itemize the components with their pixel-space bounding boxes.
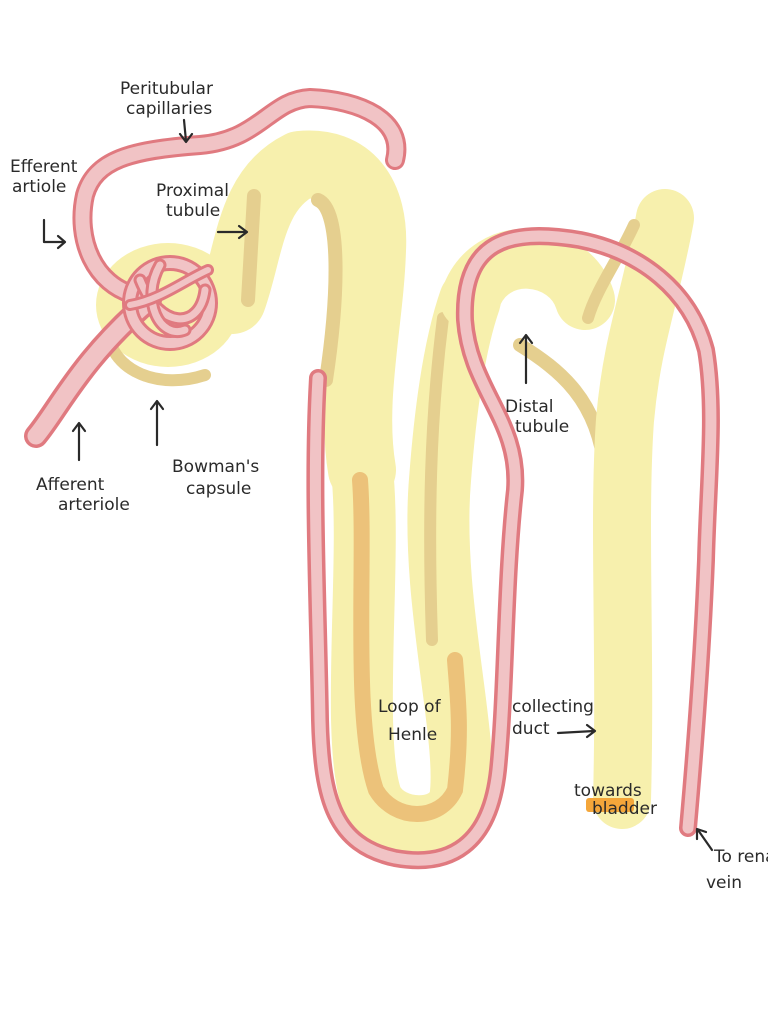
bowmans-arrow [149, 399, 165, 447]
proximal-tubule [198, 130, 407, 504]
urine-drop [586, 798, 634, 812]
afferent-arrow [71, 421, 87, 462]
vasa-recta [306, 227, 720, 870]
peritubular-arrow [178, 118, 194, 144]
loop-of-henle [330, 269, 501, 858]
distal-arrow [518, 333, 534, 385]
collecting-duct [582, 189, 694, 829]
efferent-arrow [42, 218, 67, 250]
renal-vein-arrow [695, 827, 714, 852]
glomerulus [122, 255, 218, 351]
proximal-arrow [216, 224, 249, 240]
peritubular-capillaries [72, 88, 407, 305]
renal-vein-label: To renalvein [706, 847, 768, 893]
collecting-arrow [556, 723, 597, 739]
